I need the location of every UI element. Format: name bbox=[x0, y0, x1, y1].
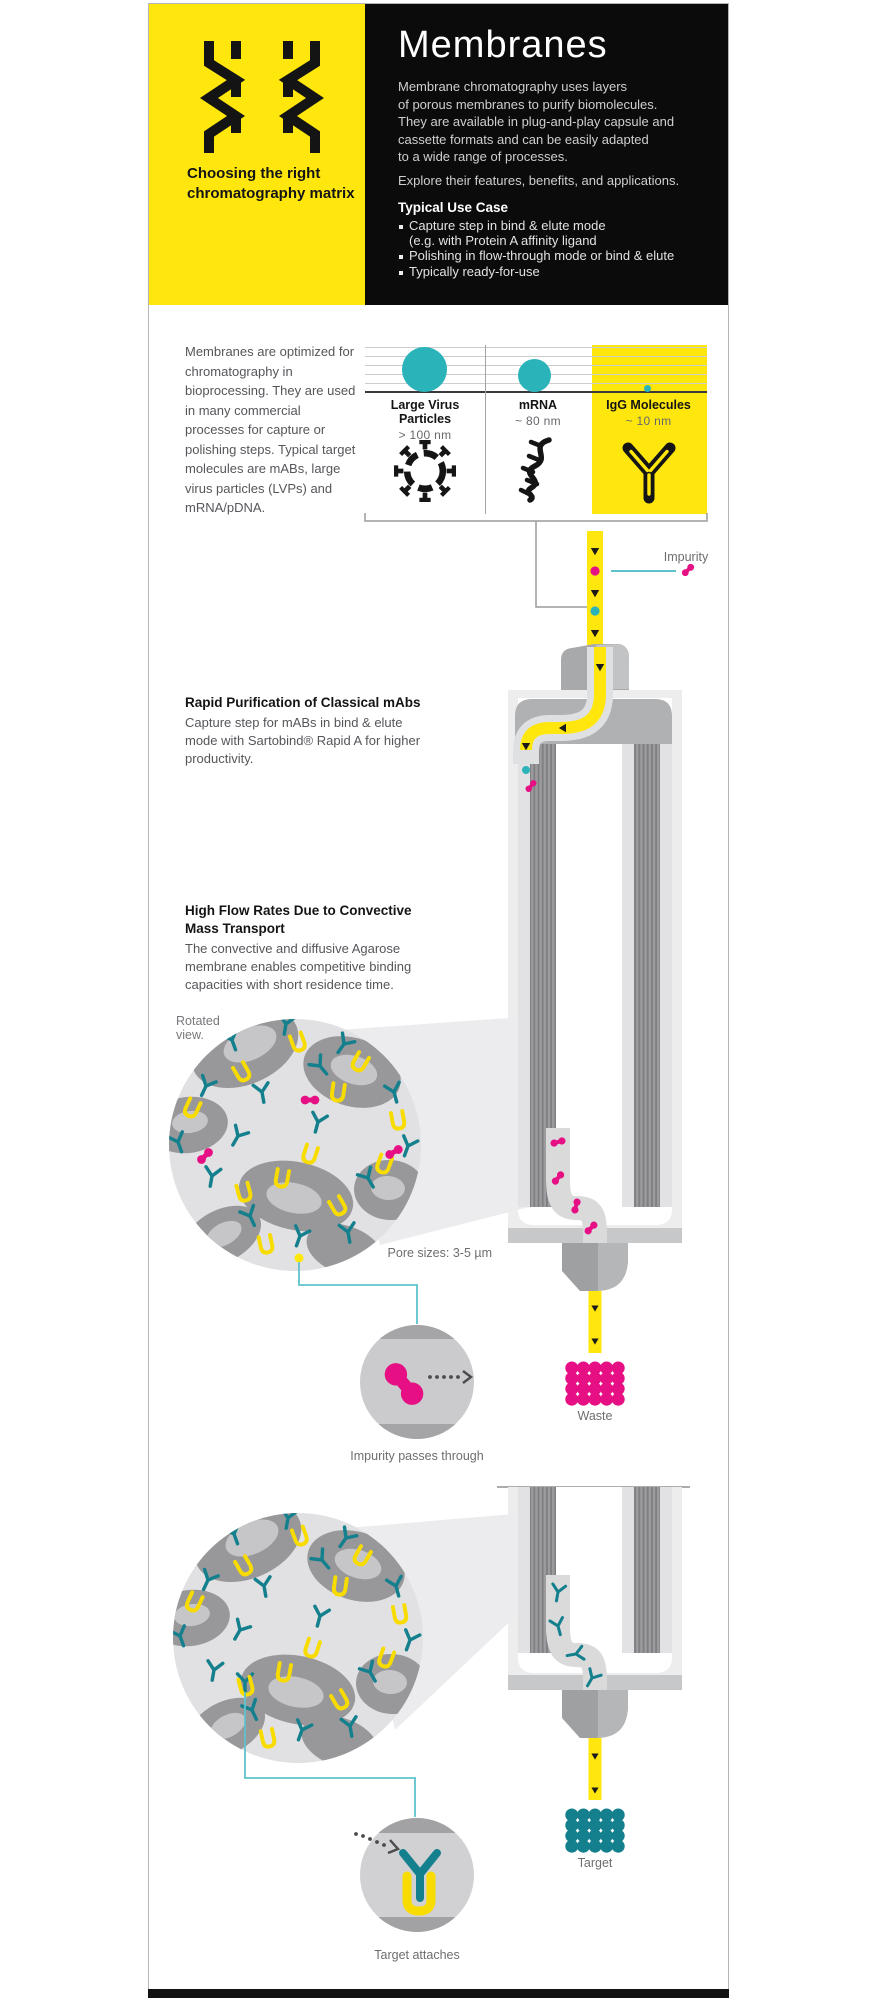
bullet-square-icon bbox=[399, 225, 403, 229]
size-chart-column-virus: Large Virus Particles > 100 nm bbox=[367, 398, 483, 442]
mrna-icon bbox=[518, 437, 552, 503]
target-attaches-label: Target attaches bbox=[374, 1948, 460, 1962]
scale-baseline bbox=[365, 391, 707, 393]
membrane-pleats-right bbox=[634, 1487, 660, 1653]
impurity-passes-circle bbox=[360, 1325, 474, 1439]
antibody-icon bbox=[622, 442, 676, 504]
page-title: Membranes bbox=[398, 24, 608, 66]
scale-line bbox=[365, 356, 707, 357]
target-dot bbox=[590, 606, 600, 616]
section-body: Capture step for mABs in bind & elute mo… bbox=[185, 715, 421, 766]
rotated-view-label: Rotated view. bbox=[176, 1014, 220, 1042]
pore-sizes-label: Pore sizes: 3-5 µm bbox=[387, 1246, 492, 1260]
use-case-text: Capture step in bind & elute mode (e.g. … bbox=[409, 218, 606, 248]
membrane-capsule-1 bbox=[338, 644, 682, 1353]
column-label: Large Virus Particles bbox=[390, 398, 460, 426]
ligand-cup-icon bbox=[402, 1871, 436, 1916]
bullet-square-icon bbox=[399, 255, 403, 259]
target-attaches-circle bbox=[354, 1818, 474, 1932]
intro-box: Membranes Membrane chromatography uses l… bbox=[365, 4, 728, 305]
intro-body: Membrane chromatography uses layers of p… bbox=[398, 79, 675, 164]
impurity-label: Impurity bbox=[663, 550, 709, 564]
chromatography-illustration bbox=[169, 513, 708, 1932]
membrane-matrix-icon bbox=[199, 41, 325, 153]
rotated-view-circle-2 bbox=[173, 1513, 423, 1817]
virus-size-dot bbox=[402, 347, 447, 392]
impurity-icon bbox=[680, 562, 696, 578]
section-title: Rapid Purification of Classical mAbs bbox=[185, 695, 421, 710]
use-case-item: Polishing in flow-through mode or bind &… bbox=[398, 248, 718, 264]
callout-connector bbox=[298, 1262, 418, 1324]
size-chart-column-mrna: mRNA ~ 80 nm bbox=[480, 398, 596, 428]
column-size: ~ 80 nm bbox=[515, 414, 561, 428]
use-case-title: Typical Use Case bbox=[398, 200, 509, 215]
section-title: High Flow Rates Due to Convective Mass T… bbox=[185, 903, 412, 936]
use-case-text: Polishing in flow-through mode or bind &… bbox=[409, 248, 675, 263]
overview-paragraph: Membranes are optimized for chromatograp… bbox=[185, 344, 356, 515]
waste-dots bbox=[565, 1361, 625, 1406]
section-divider-bar bbox=[148, 1989, 729, 1998]
size-chart-column-igg: IgG Molecules ~ 10 nm bbox=[590, 398, 707, 428]
section-body: The convective and diffusive Agarose mem… bbox=[185, 941, 412, 992]
badge-title: Choosing the right chromatography matrix bbox=[187, 165, 355, 202]
column-label: mRNA bbox=[518, 398, 558, 412]
column-size: ~ 10 nm bbox=[625, 414, 672, 428]
antibody-large-icon bbox=[399, 1849, 441, 1902]
impurity-dot bbox=[590, 566, 600, 576]
igg-size-dot bbox=[644, 385, 651, 392]
virus-icon bbox=[394, 440, 456, 502]
use-case-block: Typical Use Case Capture step in bind & … bbox=[398, 200, 718, 280]
target-dots bbox=[565, 1808, 625, 1853]
membrane-capsule-2 bbox=[348, 1486, 690, 1800]
inlet-tube bbox=[587, 531, 603, 647]
section-rapid-purification: Rapid Purification of Classical mAbs Cap… bbox=[185, 694, 435, 768]
mrna-size-dot bbox=[518, 359, 551, 392]
outlet-tube bbox=[588, 1291, 602, 1353]
bullet-square-icon bbox=[399, 270, 403, 275]
target-label: Target bbox=[577, 1856, 613, 1870]
attach-arrow-dotted bbox=[354, 1832, 386, 1847]
impurity-passes-label: Impurity passes through bbox=[350, 1449, 484, 1463]
intro-explore: Explore their features, benefits, and ap… bbox=[398, 173, 680, 188]
membrane-pleats-right bbox=[634, 744, 660, 1207]
badge-box: Choosing the right chromatography matrix bbox=[149, 4, 365, 305]
chart-to-flow-connector bbox=[364, 513, 708, 608]
use-case-text: Typically ready-for-use bbox=[409, 263, 540, 279]
section-high-flow: High Flow Rates Due to Convective Mass T… bbox=[185, 902, 435, 994]
impurity-callout bbox=[611, 562, 696, 578]
flow-arrow-dotted bbox=[428, 1375, 460, 1379]
waste-label: Waste bbox=[577, 1409, 613, 1423]
callout-connector bbox=[244, 1692, 416, 1817]
scale-line bbox=[365, 347, 707, 348]
use-case-item: Capture step in bind & elute mode (e.g. … bbox=[398, 218, 718, 248]
column-size: > 100 nm bbox=[398, 428, 452, 442]
use-case-item: Typically ready-for-use bbox=[398, 263, 718, 280]
column-label: IgG Molecules bbox=[606, 398, 691, 412]
column-divider bbox=[485, 345, 486, 514]
